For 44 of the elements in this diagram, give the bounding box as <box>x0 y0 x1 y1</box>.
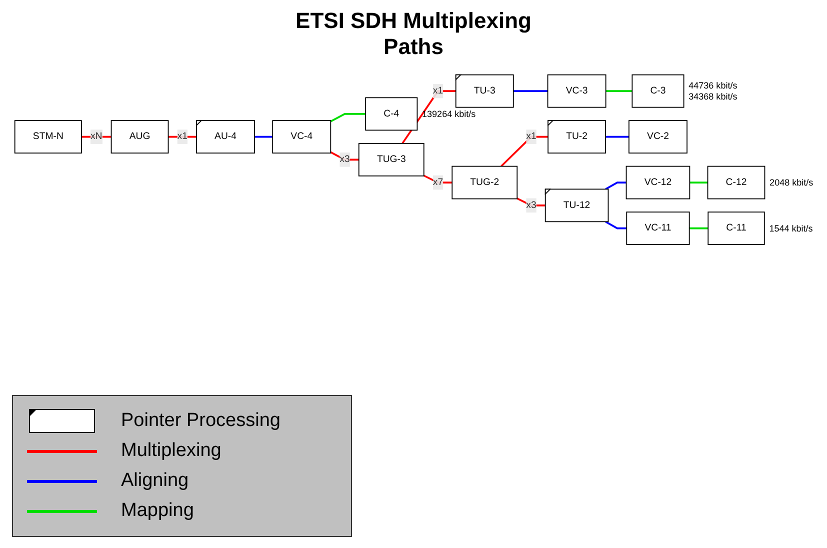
container-box: C-11 <box>708 212 765 245</box>
edge-label: xN <box>90 131 102 142</box>
container-box: VC-3 <box>547 74 606 108</box>
rate-label: 139264 kbit/s <box>422 108 476 119</box>
connector <box>605 220 627 230</box>
container-box: C-12 <box>707 166 766 200</box>
pointer-processing-box: TU-12 <box>544 188 609 222</box>
legend-label: Mapping <box>121 500 194 522</box>
connector <box>330 151 359 161</box>
edge-label: x7 <box>432 177 444 188</box>
container-box: C-3 <box>632 74 684 108</box>
connector <box>605 182 626 190</box>
pointer-processing-box: AU-4 <box>196 120 255 154</box>
container-box: VC-2 <box>628 120 688 154</box>
container-box: AUG <box>110 120 169 154</box>
connector <box>606 90 632 92</box>
edge-label: x1 <box>526 131 536 142</box>
edge-label: x3 <box>340 154 350 164</box>
pointer-processing-box: TU-3 <box>455 74 514 108</box>
container-box: TUG-2 <box>452 166 518 200</box>
connector <box>254 136 273 138</box>
connector <box>690 182 708 184</box>
container-box: STM-N <box>14 120 82 154</box>
rate-label: 2048 kbit/s <box>770 178 814 188</box>
edge-label: x1 <box>177 131 188 142</box>
connector <box>513 90 548 92</box>
connector <box>606 136 629 138</box>
pointer-processing-box: TU-2 <box>548 120 606 154</box>
connector <box>500 136 548 167</box>
diagram-title: ETSI SDH Multiplexing Paths <box>294 8 532 60</box>
container-box: VC-11 <box>626 212 690 245</box>
edge-label: x3 <box>526 200 536 210</box>
container-box: C-4 <box>365 97 418 131</box>
legend-label: Aligning <box>121 470 189 492</box>
edge-label: x1 <box>432 86 444 96</box>
container-box: TUG-3 <box>358 142 424 176</box>
connector <box>689 227 708 230</box>
legend-label: Multiplexing <box>121 440 222 462</box>
connector <box>330 113 366 122</box>
rate-label: 44736 kbit/s 34368 kbit/s <box>688 80 738 102</box>
rate-label: 1544 kbit/s <box>769 223 813 234</box>
legend-label: Pointer Processing <box>121 410 280 432</box>
container-box: VC-4 <box>272 120 332 154</box>
container-box: VC-12 <box>626 166 690 200</box>
